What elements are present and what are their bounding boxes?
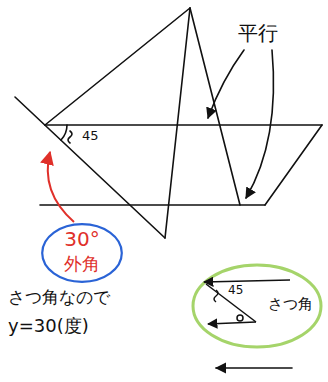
triangle-side [165, 8, 190, 238]
slant-line [265, 125, 322, 205]
node-text: 30° [64, 228, 99, 250]
note-text: さつ角なので [8, 288, 110, 307]
note-text: 平行 [238, 22, 278, 44]
node-text: さつ角 [268, 296, 313, 313]
arrow-line [216, 367, 292, 369]
ellipse-outline [42, 224, 122, 282]
parallel-line [40, 204, 265, 206]
node-text: 外角 [64, 254, 100, 274]
parallel-line [45, 124, 322, 126]
triangle-side [15, 97, 165, 238]
note-circle: 45 さつ角 [190, 262, 324, 350]
note-text: 45 [82, 129, 99, 143]
triangle-side [190, 8, 240, 205]
ellipse-outline [193, 265, 321, 347]
pointer-arrow [208, 50, 244, 118]
callout-circle: 30° 外角 [40, 222, 124, 284]
triangle-side [45, 8, 190, 125]
angle-arc [61, 125, 67, 140]
note-text: y=30(度) [8, 316, 89, 336]
node-text: 45 [228, 284, 243, 297]
angle-mark [68, 131, 72, 143]
callout-arrow [48, 152, 74, 222]
pointer-arrow [246, 50, 274, 198]
